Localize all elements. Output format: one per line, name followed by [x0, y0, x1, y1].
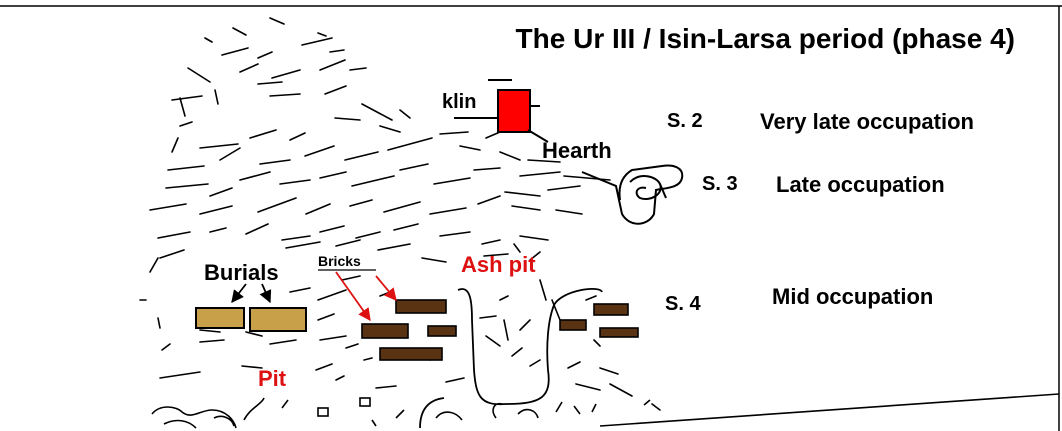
ash-pit-outline	[419, 288, 603, 429]
hearth-sketch	[581, 164, 684, 225]
label-ash-pit: Ash pit	[461, 252, 536, 277]
burial-2	[249, 307, 307, 332]
stratum-desc-s2: Very late occupation	[760, 109, 974, 134]
page-title: The Ur III / Isin-Larsa period (phase 4)	[516, 23, 1015, 54]
brick	[361, 323, 409, 339]
burials-arrow-1	[231, 283, 247, 303]
brick	[599, 327, 639, 338]
label-klin: klin	[442, 91, 476, 113]
label-arrows	[231, 271, 397, 322]
bricks-arrow-2	[375, 275, 397, 301]
stratum-code-s2: S. 2	[667, 110, 703, 132]
brick	[395, 299, 447, 314]
label-bricks: Bricks	[318, 253, 361, 269]
label-hearth: Hearth	[542, 138, 612, 163]
brick	[559, 319, 587, 331]
burials-arrow-2	[259, 283, 272, 304]
stratum-desc-s3: Late occupation	[776, 172, 945, 197]
bricks-arrow-1	[335, 271, 371, 322]
pit-bottom-sketch	[151, 393, 1060, 429]
kiln-lines	[454, 79, 549, 143]
stratum-code-s4: S. 4	[665, 293, 701, 315]
brick	[379, 347, 443, 361]
bricks-group	[361, 299, 639, 361]
stratum-code-s3: S. 3	[702, 173, 738, 195]
burial-1	[195, 307, 245, 329]
label-burials: Burials	[204, 260, 279, 285]
stratum-desc-s4: Mid occupation	[772, 284, 933, 309]
brick	[593, 303, 629, 316]
brick	[427, 325, 457, 337]
label-pit: Pit	[258, 366, 287, 391]
kiln-rect	[497, 89, 531, 133]
